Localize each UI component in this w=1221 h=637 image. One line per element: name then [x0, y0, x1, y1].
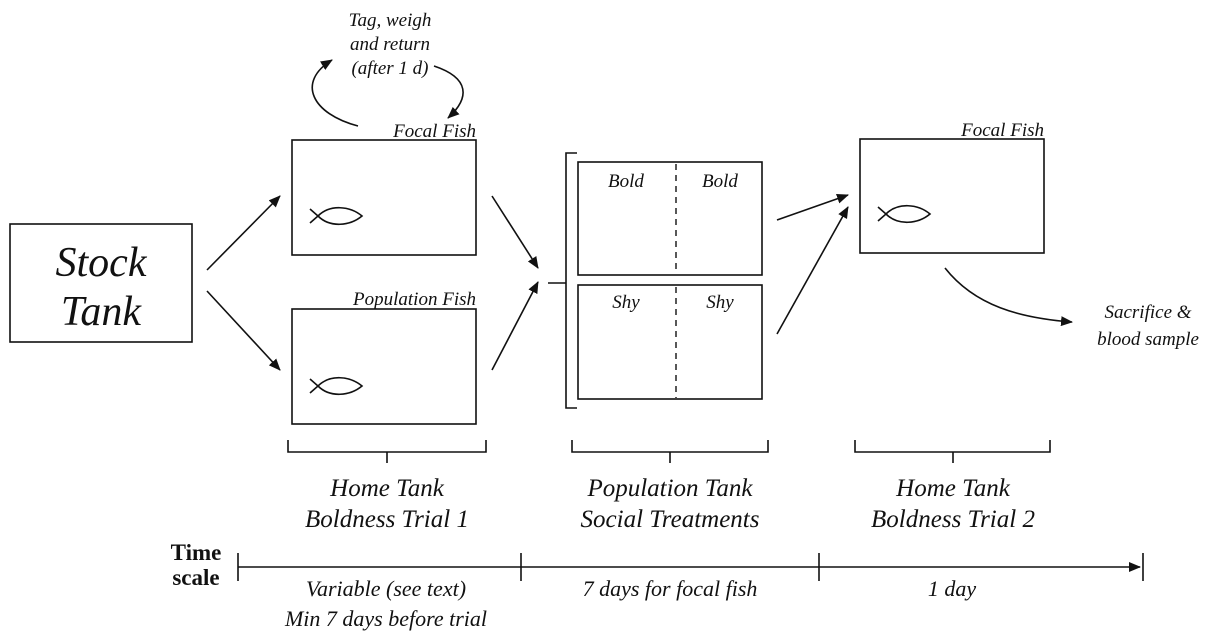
fish-icon	[877, 204, 932, 224]
stage-bracket-home-1	[287, 440, 487, 463]
stock-tank-box	[9, 223, 193, 343]
shy-treatment-tank	[577, 284, 763, 400]
curved-arrow-icon	[433, 65, 464, 119]
arrow-icon	[206, 290, 281, 371]
arrow-icon	[206, 195, 281, 271]
stage-population-line1: Population Tank	[586, 475, 753, 502]
fish-icon	[309, 206, 364, 226]
bold-treatment-tank	[577, 161, 763, 276]
stage-home-2-line1: Home Tank	[895, 475, 1011, 502]
stage-home-2-line2: Boldness Trial 2	[871, 506, 1035, 533]
population-bracket	[565, 152, 577, 409]
bold-left-label: Bold	[608, 171, 644, 192]
curved-arrow-icon	[944, 267, 1073, 327]
focal-fish-tank-2	[859, 138, 1045, 254]
arrow-icon	[776, 206, 849, 335]
focal-fish-label-1: Focal Fish	[392, 121, 476, 142]
fish-icon	[309, 376, 364, 396]
focal-fish-tank-1	[291, 139, 477, 256]
arrow-icon	[491, 281, 539, 371]
population-fish-tank	[291, 308, 477, 425]
tag-note-line2: and return	[350, 34, 430, 55]
stock-tank-label-line1: Stock	[56, 240, 148, 286]
arrow-icon	[491, 195, 539, 269]
period-2-label: 7 days for focal fish	[583, 576, 758, 601]
period-1-line2: Min 7 days before trial	[284, 606, 487, 631]
period-3-label: 1 day	[928, 576, 977, 601]
tag-note-line1: Tag, weigh	[349, 10, 432, 31]
stage-home-1-line2: Boldness Trial 1	[305, 506, 469, 533]
stage-home-1-line1: Home Tank	[329, 475, 445, 502]
tag-note-line3: (after 1 d)	[351, 58, 428, 79]
focal-fish-label-2: Focal Fish	[960, 120, 1044, 141]
shy-right-label: Shy	[706, 292, 734, 313]
shy-left-label: Shy	[612, 292, 640, 313]
stage-population-line2: Social Treatments	[581, 506, 760, 533]
sacrifice-line2: blood sample	[1097, 329, 1199, 350]
period-1-line1: Variable (see text)	[306, 576, 466, 601]
time-scale-label-line2: scale	[172, 565, 219, 590]
stock-tank-label-line2: Tank	[61, 289, 143, 335]
stage-bracket-population	[571, 440, 769, 463]
time-scale-label-line1: Time	[171, 540, 222, 565]
population-fish-label: Population Fish	[352, 289, 476, 310]
sacrifice-line1: Sacrifice &	[1104, 302, 1191, 323]
stage-bracket-home-2	[854, 440, 1051, 463]
curved-arrow-icon	[311, 59, 359, 127]
bold-right-label: Bold	[702, 171, 738, 192]
arrow-icon	[776, 193, 849, 221]
